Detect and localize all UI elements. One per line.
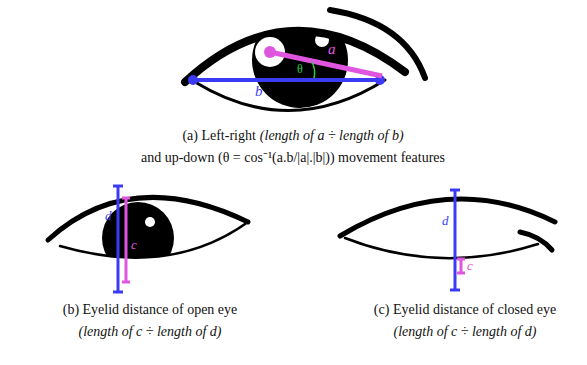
lower-eyelid	[195, 80, 385, 111]
caption-line: (c) Eyelid distance of closed eye	[374, 302, 556, 317]
iris	[102, 202, 174, 274]
tick	[457, 272, 465, 275]
pupil-dot	[264, 46, 276, 58]
distance-label: d	[105, 209, 112, 222]
caption-line: (length of c ÷ length of d)	[394, 324, 537, 339]
caption-formula: (length of c ÷ length of d)	[79, 324, 222, 339]
subfigure-caption: (a) Left-right	[182, 128, 255, 143]
angle-arc	[312, 62, 315, 78]
line-a	[270, 52, 382, 76]
caption-formula: (length of a ÷ length of b)	[260, 128, 404, 143]
distance-label: c	[467, 259, 473, 272]
subfigure-caption: (c) Eyelid distance of closed eye	[374, 302, 556, 317]
caption-formula: and up-down (θ = cos⁻¹(a.b/|a|.|b|)) mov…	[141, 150, 445, 165]
tick	[457, 258, 465, 261]
caption-line: (b) Eyelid distance of open eye	[63, 302, 238, 317]
caption-formula: (length of c ÷ length of d)	[394, 324, 537, 339]
caption-line: (a) Left-right (length of a ÷ length of b…	[182, 128, 403, 143]
iris-highlight	[145, 217, 155, 227]
lower-eyelid	[345, 238, 538, 258]
tick	[113, 185, 123, 188]
tick	[113, 291, 123, 294]
distance-label: d	[442, 214, 449, 227]
line-c	[125, 198, 128, 282]
distance-label: c	[131, 238, 137, 251]
vector-label: b	[255, 84, 263, 99]
eye-b	[48, 186, 248, 292]
tick	[122, 281, 130, 284]
line-b	[193, 78, 380, 82]
tick	[450, 189, 460, 192]
vector-label: a	[328, 42, 336, 57]
endpoint	[188, 75, 198, 85]
eye-a	[185, 10, 425, 111]
angle-label: θ	[297, 63, 303, 75]
eye-c	[340, 190, 555, 290]
line-d	[454, 190, 457, 290]
caption-line: and up-down (θ = cos⁻¹(a.b/|a|.|b|)) mov…	[141, 150, 445, 165]
caption-line: (length of c ÷ length of d)	[79, 324, 222, 339]
subfigure-caption: (b) Eyelid distance of open eye	[63, 302, 238, 317]
lower-eyelid	[60, 222, 248, 258]
line-d	[117, 186, 120, 292]
upper-eyelid	[185, 31, 405, 82]
tick	[122, 197, 130, 200]
tick	[450, 289, 460, 292]
upper-eyelid	[48, 197, 248, 240]
eyelash	[520, 232, 552, 250]
line-c	[460, 259, 463, 273]
